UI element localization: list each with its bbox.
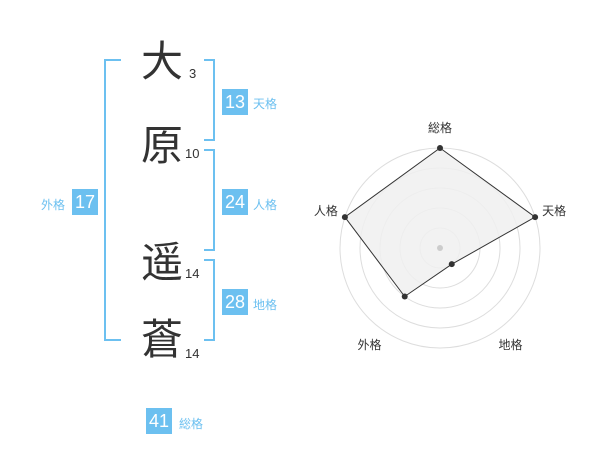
radar-point-0: [437, 145, 443, 151]
chikaku-bracket: [204, 259, 215, 341]
jinkaku-bracket: [204, 149, 215, 251]
name-char-2: 原: [141, 121, 184, 170]
radar-point-4: [341, 214, 348, 221]
radar-axis-label-2: 地格: [499, 337, 523, 352]
soukaku-value: 41: [146, 408, 172, 434]
tenkaku-bracket: [204, 59, 215, 141]
radar-axis-label-0: 総格: [428, 120, 452, 135]
radar-point-3: [401, 293, 408, 300]
tenkaku-label: 天格: [253, 97, 278, 111]
radar-point-1: [532, 214, 539, 221]
gaikaku-value: 17: [72, 189, 98, 215]
jinkaku-label: 人格: [253, 198, 278, 212]
chikaku-value: 28: [222, 289, 248, 315]
stroke-count-4: 14: [185, 346, 200, 361]
name-char-4: 蒼: [141, 315, 184, 364]
gaikaku-bracket: [104, 59, 121, 341]
radar-data-polygon: [344, 147, 537, 298]
radar-center-dot: [437, 245, 443, 251]
jinkaku-value: 24: [222, 189, 248, 215]
chikaku-label: 地格: [253, 298, 278, 312]
radar-axis-label-1: 天格: [542, 203, 566, 218]
gaikaku-label: 外格: [41, 198, 66, 212]
radar-axis-label-4: 人格: [314, 203, 338, 218]
stroke-count-2: 10: [185, 146, 200, 161]
stroke-count-3: 14: [185, 266, 200, 281]
stroke-count-1: 3: [189, 66, 197, 81]
radar-point-2: [448, 261, 455, 268]
name-char-3: 遥: [141, 238, 184, 287]
name-char-1: 大: [141, 37, 184, 86]
soukaku-label: 総格: [179, 417, 204, 431]
tenkaku-value: 13: [222, 89, 248, 115]
radar-axis-label-3: 外格: [357, 337, 381, 352]
